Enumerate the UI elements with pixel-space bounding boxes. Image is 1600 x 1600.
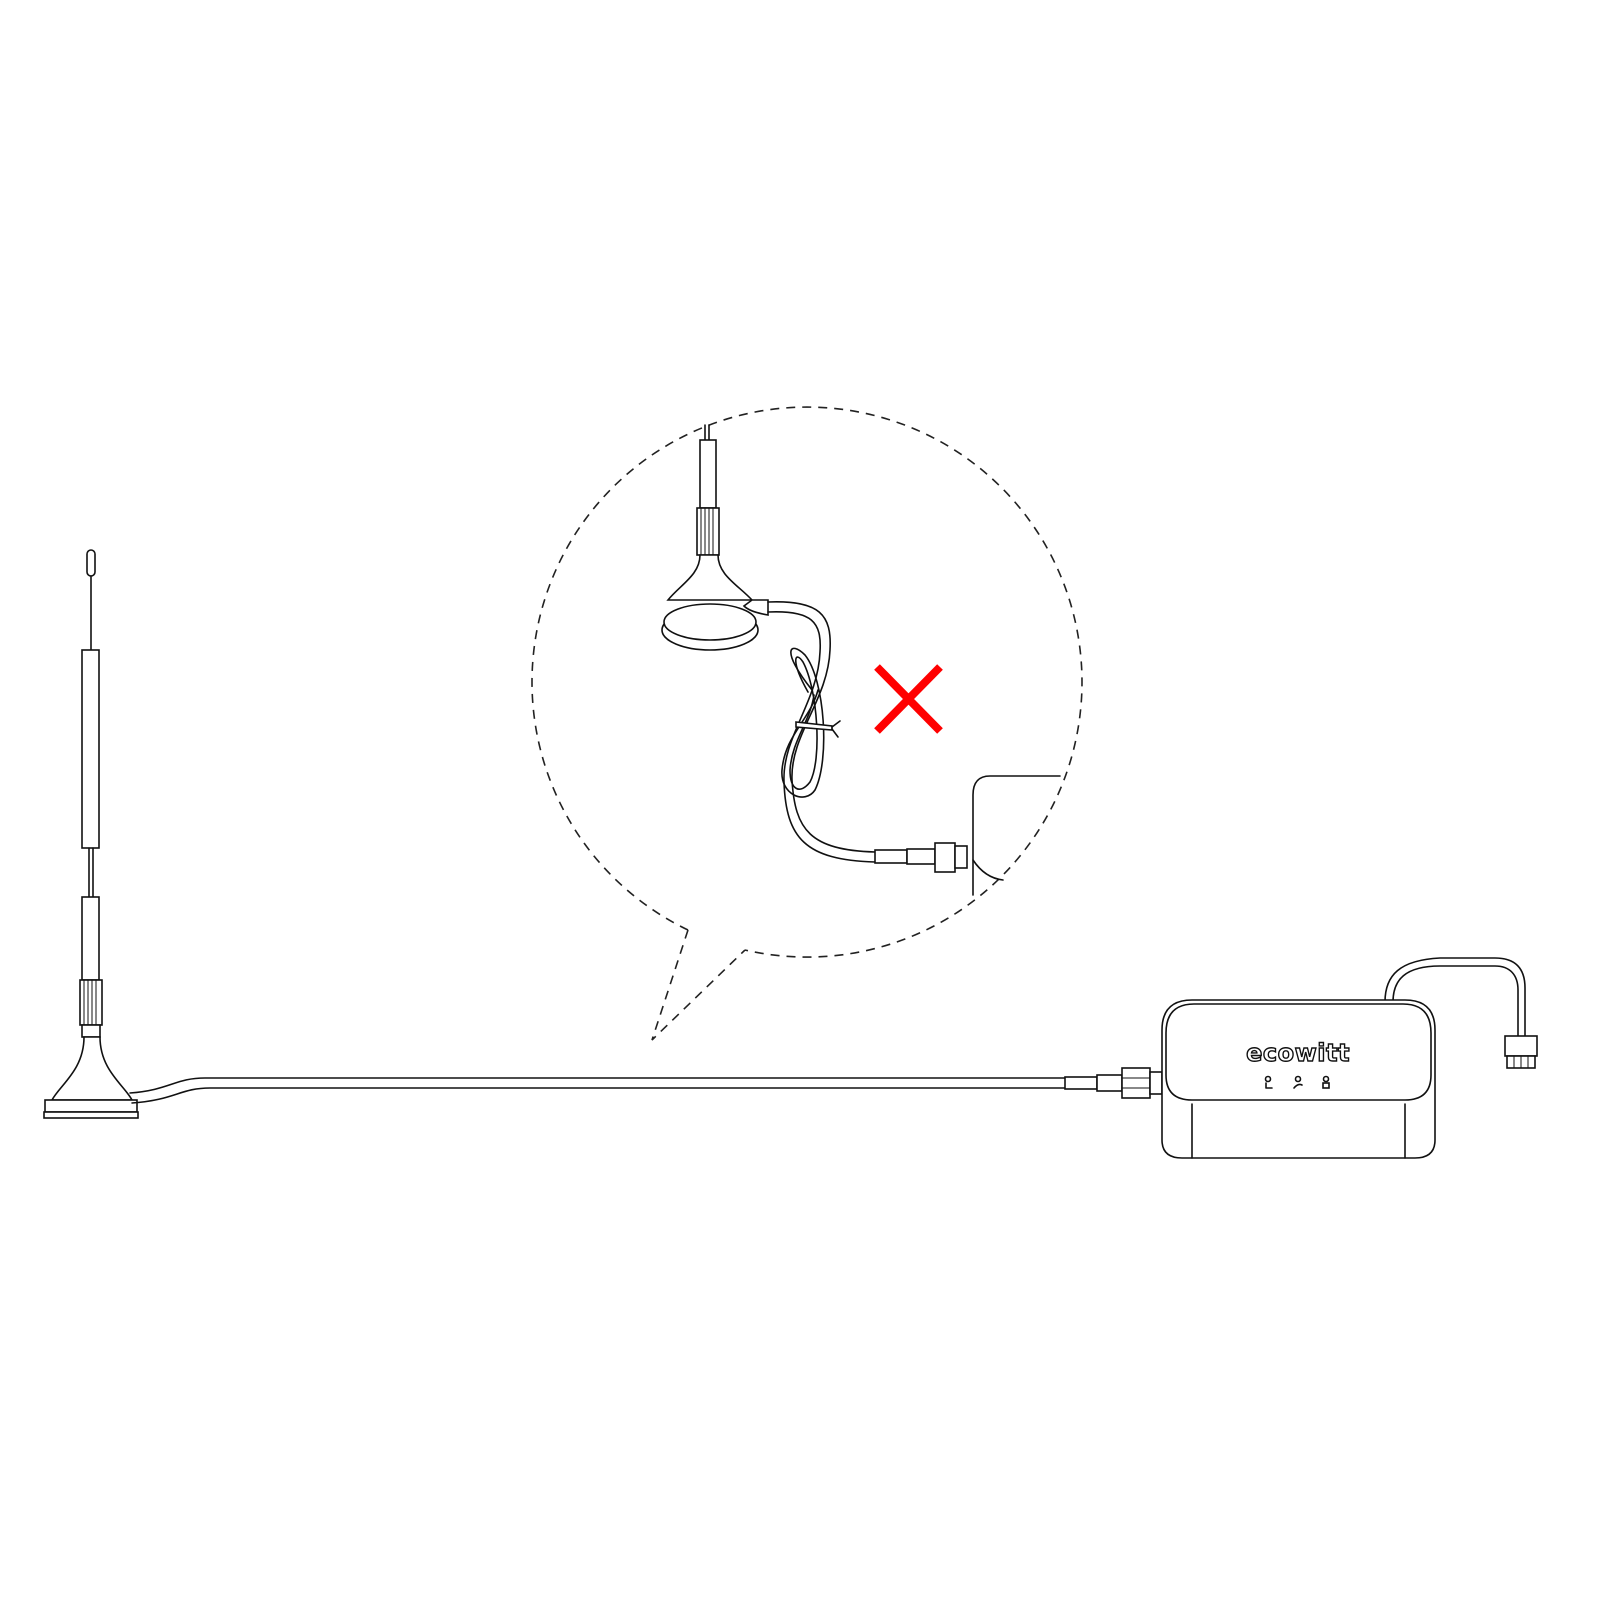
power-led-icon (1264, 1075, 1272, 1083)
coiled-cable (767, 601, 1061, 896)
magnetic-antenna (43, 549, 139, 1119)
inset-antenna (661, 424, 769, 651)
antenna-cable (129, 1067, 1163, 1104)
incorrect-cross-icon (874, 664, 943, 734)
status-leds (1264, 1075, 1330, 1089)
knurl-lines (83, 979, 97, 1026)
power-symbol-icon (1265, 1082, 1273, 1089)
link-led-icon (1322, 1075, 1330, 1083)
callout-bubble (531, 406, 1083, 1041)
gateway-device: ecowitt (1161, 957, 1538, 1159)
cable-tie (795, 721, 833, 731)
wifi-symbol-icon (1293, 1083, 1303, 1089)
wifi-led-icon (1294, 1075, 1302, 1083)
device-plug (1504, 1035, 1538, 1069)
link-symbol-icon (1322, 1082, 1330, 1089)
ecowitt-logo: ecowitt (1246, 1039, 1350, 1067)
